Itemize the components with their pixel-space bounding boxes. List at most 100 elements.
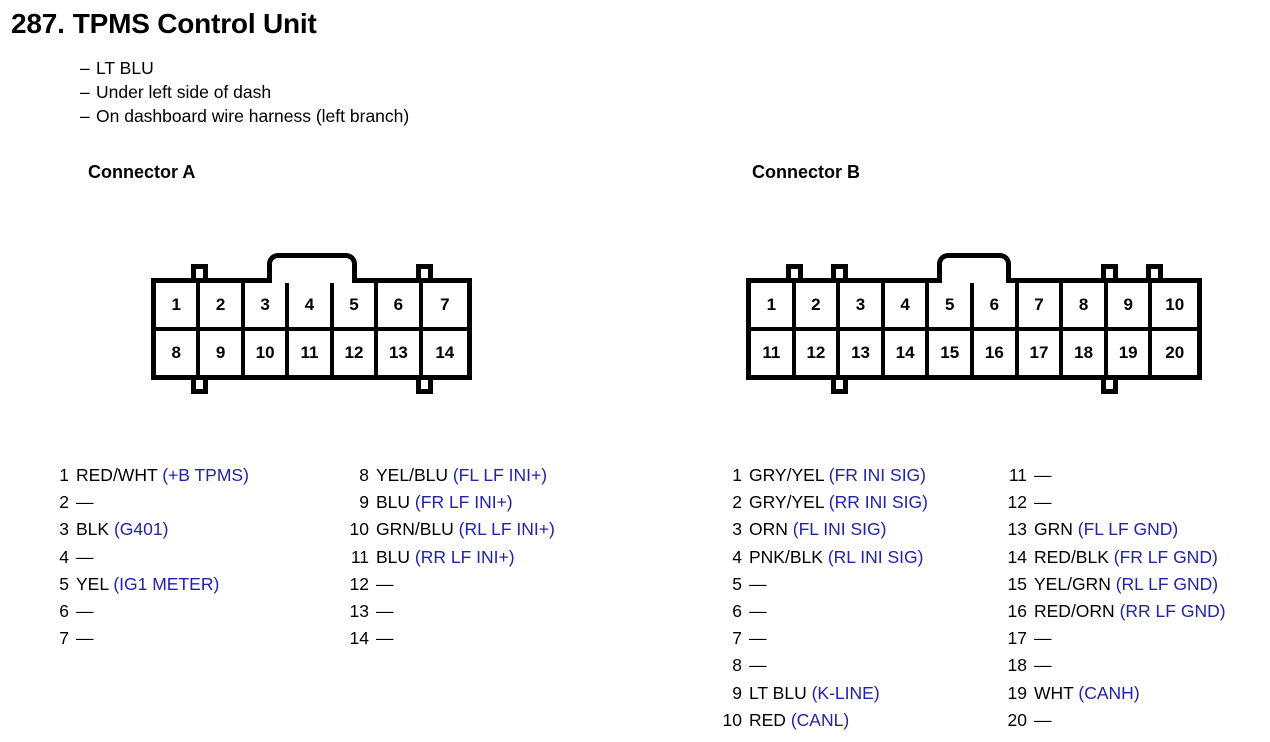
connector-a-keying-tab — [190, 264, 208, 283]
connector-a-pin-cell[interactable]: 7 — [422, 283, 467, 327]
page-title: 287.TPMS Control Unit — [11, 8, 317, 40]
note-dash-icon: – — [80, 106, 90, 126]
connector-b-keying-tab — [1100, 375, 1118, 394]
connector-b-pin-cell[interactable]: 11 — [751, 331, 796, 375]
connector-a-pin-cell[interactable]: 8 — [156, 331, 201, 375]
pin-wire-and-signal: GRN/BLU (RL LF INI+) — [369, 516, 555, 543]
connector-a-pin-cell[interactable]: 9 — [200, 331, 245, 375]
pin-wire-color: RED/BLK — [1034, 546, 1109, 567]
pin-wire-and-signal: LT BLU (K-LINE) — [742, 680, 880, 707]
connector-a-pin-cell[interactable]: 13 — [378, 331, 423, 375]
connector-a-pin-cell[interactable]: 10 — [244, 331, 290, 375]
pin-row: 20— — [1005, 707, 1226, 734]
connector-b-pin-cell[interactable]: 5 — [929, 283, 975, 327]
connector-b-pin-cell[interactable]: 19 — [1107, 331, 1153, 375]
pin-number: 5 — [59, 573, 69, 594]
connector-a-pin-cell[interactable]: 14 — [422, 331, 467, 375]
pin-row: 13— — [347, 598, 555, 625]
pin-wire-and-signal: RED (CANL) — [742, 707, 849, 734]
pin-row: 8— — [722, 652, 928, 679]
pin-signal-name: (FL INI SIG) — [792, 519, 887, 540]
connector-b-pin-cell[interactable]: 12 — [795, 331, 841, 375]
pin-wire-and-signal: YEL/BLU (FL LF INI+) — [369, 462, 547, 489]
connector-b-pin-cell[interactable]: 8 — [1063, 283, 1108, 327]
pin-number: 8 — [732, 655, 742, 676]
pin-signal-name: (FR INI SIG) — [828, 465, 926, 485]
connector-b-pin-cell[interactable]: 1 — [751, 283, 796, 327]
page-title-number: 287. — [11, 8, 65, 39]
pin-number: 6 — [59, 601, 69, 622]
pin-row: 7— — [722, 625, 928, 652]
pin-wire-color: — — [1034, 465, 1052, 485]
pin-number: 7 — [732, 628, 742, 649]
pin-wire-color: YEL/BLU — [376, 465, 448, 485]
connector-b-pin-cell[interactable]: 17 — [1018, 331, 1064, 375]
pin-number: 18 — [1007, 655, 1027, 676]
connector-b-pin-cell[interactable]: 2 — [795, 283, 841, 327]
connector-a-pin-cell[interactable]: 11 — [289, 331, 334, 375]
pin-row: 12— — [1005, 489, 1226, 516]
connector-b-pin-cell[interactable]: 16 — [974, 331, 1019, 375]
connector-b-pin-cell[interactable]: 7 — [1018, 283, 1064, 327]
connector-b-pin-cell[interactable]: 6 — [974, 283, 1019, 327]
connector-b-pin-cell[interactable]: 20 — [1152, 331, 1198, 375]
pin-signal-name: (IG1 METER) — [113, 573, 220, 594]
connector-a-pin-cell[interactable]: 12 — [333, 331, 379, 375]
pin-number: 14 — [349, 628, 369, 649]
note-label: LT BLU — [96, 58, 154, 78]
pin-signal-name: (RR LF INI+) — [414, 546, 515, 567]
pin-number: 2 — [59, 492, 69, 513]
connector-a-pin-cell[interactable]: 6 — [378, 283, 423, 327]
pin-row: 12— — [347, 571, 555, 598]
pin-wire-color: — — [76, 628, 94, 649]
connector-a-keying-tab — [415, 375, 433, 394]
pin-number: 2 — [732, 492, 742, 513]
connector-a-keying-tab — [190, 375, 208, 394]
connector-a-pin-cell[interactable]: 4 — [289, 283, 334, 327]
pin-number: 5 — [732, 573, 742, 594]
pin-row: 6— — [722, 598, 928, 625]
connector-a-pin-cell[interactable]: 1 — [156, 283, 201, 327]
pin-wire-color: YEL — [76, 573, 109, 594]
pin-number: 1 — [59, 465, 69, 485]
connector-a-pin-cell[interactable]: 5 — [333, 283, 379, 327]
pin-wire-and-signal: — — [369, 625, 394, 652]
pin-row: 5— — [722, 571, 928, 598]
pin-signal-name: (RL INI SIG) — [827, 546, 924, 567]
pin-wire-color: — — [76, 546, 94, 567]
connector-b-pin-cell[interactable]: 13 — [840, 331, 885, 375]
pin-signal-name: (RR INI SIG) — [828, 492, 928, 513]
connector-b-keying-tab — [1145, 264, 1163, 283]
connector-b-pin-cell[interactable]: 15 — [929, 331, 975, 375]
pin-signal-name: (K-LINE) — [811, 682, 880, 703]
pin-signal-name: (RR LF GND) — [1119, 601, 1226, 622]
connector-b-pin-cell[interactable]: 4 — [884, 283, 930, 327]
connector-b-pin-cell[interactable]: 9 — [1107, 283, 1153, 327]
notes-list: –LT BLU–Under left side of dash–On dashb… — [80, 56, 409, 128]
pin-wire-and-signal: BLU (FR LF INI+) — [369, 489, 513, 516]
connector-b-pin-cell[interactable]: 18 — [1063, 331, 1108, 375]
connector-b-pin-cell[interactable]: 3 — [840, 283, 885, 327]
pin-wire-color: — — [76, 492, 94, 513]
pin-wire-and-signal: — — [742, 598, 767, 625]
connector-b-pin-cell[interactable]: 14 — [884, 331, 930, 375]
connector-a-pin-cell[interactable]: 2 — [200, 283, 245, 327]
pin-wire-color: GRN/BLU — [376, 519, 454, 540]
pin-wire-and-signal: — — [69, 489, 94, 516]
pin-wire-color: PNK/BLK — [749, 546, 823, 567]
connector-a-pin-cell[interactable]: 3 — [244, 283, 290, 327]
connector-b-pin-cell[interactable]: 10 — [1152, 283, 1198, 327]
pin-wire-and-signal: — — [1027, 462, 1052, 489]
connector-a-keying-tab — [415, 264, 433, 283]
pin-signal-name: (FR LF GND) — [1113, 546, 1218, 567]
note-dash-icon: – — [80, 58, 90, 78]
pin-wire-and-signal: — — [69, 625, 94, 652]
